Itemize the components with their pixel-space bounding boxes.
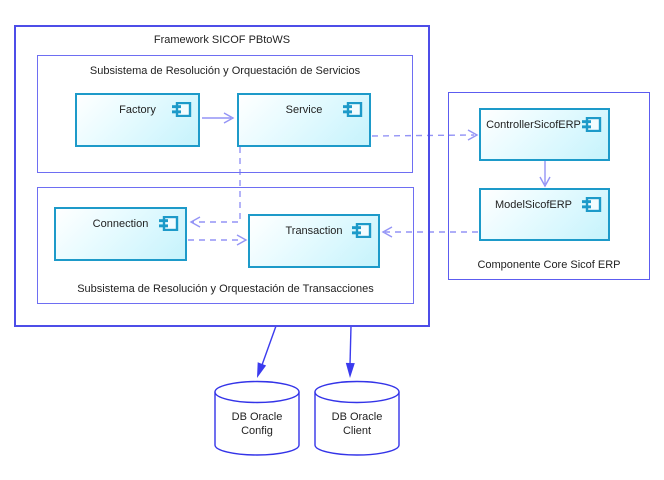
connector-framework-to-db-config xyxy=(257,325,277,378)
connector-connection-to-transaction xyxy=(188,234,248,246)
component-icon xyxy=(582,197,602,212)
component-connection: Connection xyxy=(54,207,187,261)
component-icon xyxy=(582,117,602,132)
database-cylinder-icon xyxy=(214,380,300,456)
component-connection-label: Connection xyxy=(92,218,149,230)
component-transaction: Transaction xyxy=(248,214,380,268)
subsystem-transactions-box: Subsistema de Resolución y Orquestación … xyxy=(37,187,414,304)
component-factory-label: Factory xyxy=(119,104,156,116)
component-transaction-label: Transaction xyxy=(285,225,343,237)
component-model-sicof-erp: ModelSicofERP xyxy=(479,188,610,241)
database-client: DB Oracle Client xyxy=(314,380,400,466)
connector-model-to-transaction xyxy=(381,226,478,238)
subsystem-services-title: Subsistema de Resolución y Orquestación … xyxy=(89,65,361,77)
component-service-label: Service xyxy=(285,104,323,116)
connector-framework-to-db-client xyxy=(345,325,355,378)
connector-service-to-controller xyxy=(371,129,479,141)
component-icon xyxy=(172,102,192,117)
database-config: DB Oracle Config xyxy=(214,380,300,466)
database-client-label: DB Oracle Client xyxy=(331,411,383,437)
component-icon xyxy=(343,102,363,117)
component-controller-label: ControllerSicofERP xyxy=(486,119,581,131)
core-box: Componente Core Sicof ERP xyxy=(448,92,650,280)
database-cylinder-icon xyxy=(314,380,400,456)
connector-factory-to-service xyxy=(202,112,235,124)
component-service: Service xyxy=(237,93,371,147)
framework-box: Framework SICOF PBtoWS xyxy=(14,25,430,327)
framework-title: Framework SICOF PBtoWS xyxy=(153,34,291,46)
component-icon xyxy=(159,216,179,231)
subsystem-services-box: Subsistema de Resolución y Orquestación … xyxy=(37,55,413,173)
database-config-label: DB Oracle Config xyxy=(231,411,283,437)
component-controller-sicof-erp: ControllerSicofERP xyxy=(479,108,610,161)
component-factory: Factory xyxy=(75,93,200,147)
subsystem-transactions-title: Subsistema de Resolución y Orquestación … xyxy=(77,283,374,295)
component-model-label: ModelSicofERP xyxy=(494,199,573,211)
connector-controller-to-model xyxy=(539,161,551,188)
core-title: Componente Core Sicof ERP xyxy=(477,259,621,271)
component-icon xyxy=(352,223,372,238)
